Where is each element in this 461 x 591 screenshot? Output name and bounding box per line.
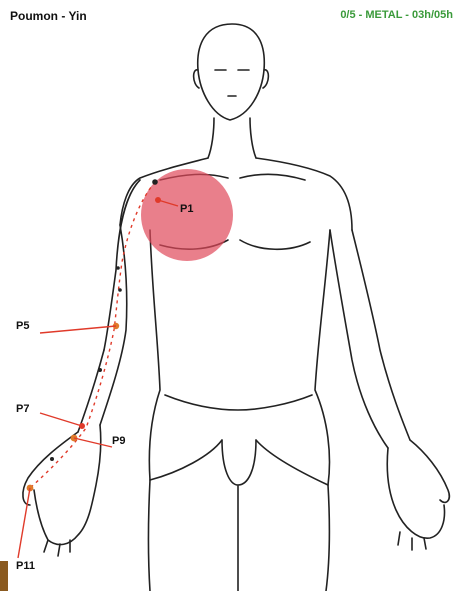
body-outline <box>23 24 449 591</box>
acupoint-label-p9: P9 <box>112 435 125 447</box>
acupoint-label-p7: P7 <box>16 403 29 415</box>
acupoint-p11[interactable]: P11 <box>16 485 35 572</box>
acupoint-p5[interactable]: P5 <box>16 320 119 333</box>
intermediate-points <box>50 266 122 461</box>
acupoint-p7[interactable]: P7 <box>16 403 85 429</box>
acupoint-label-p1: P1 <box>180 203 193 215</box>
corner-mark <box>0 561 8 591</box>
acupoint-label-p11: P11 <box>16 560 35 572</box>
acupoint-label-p5: P5 <box>16 320 29 332</box>
